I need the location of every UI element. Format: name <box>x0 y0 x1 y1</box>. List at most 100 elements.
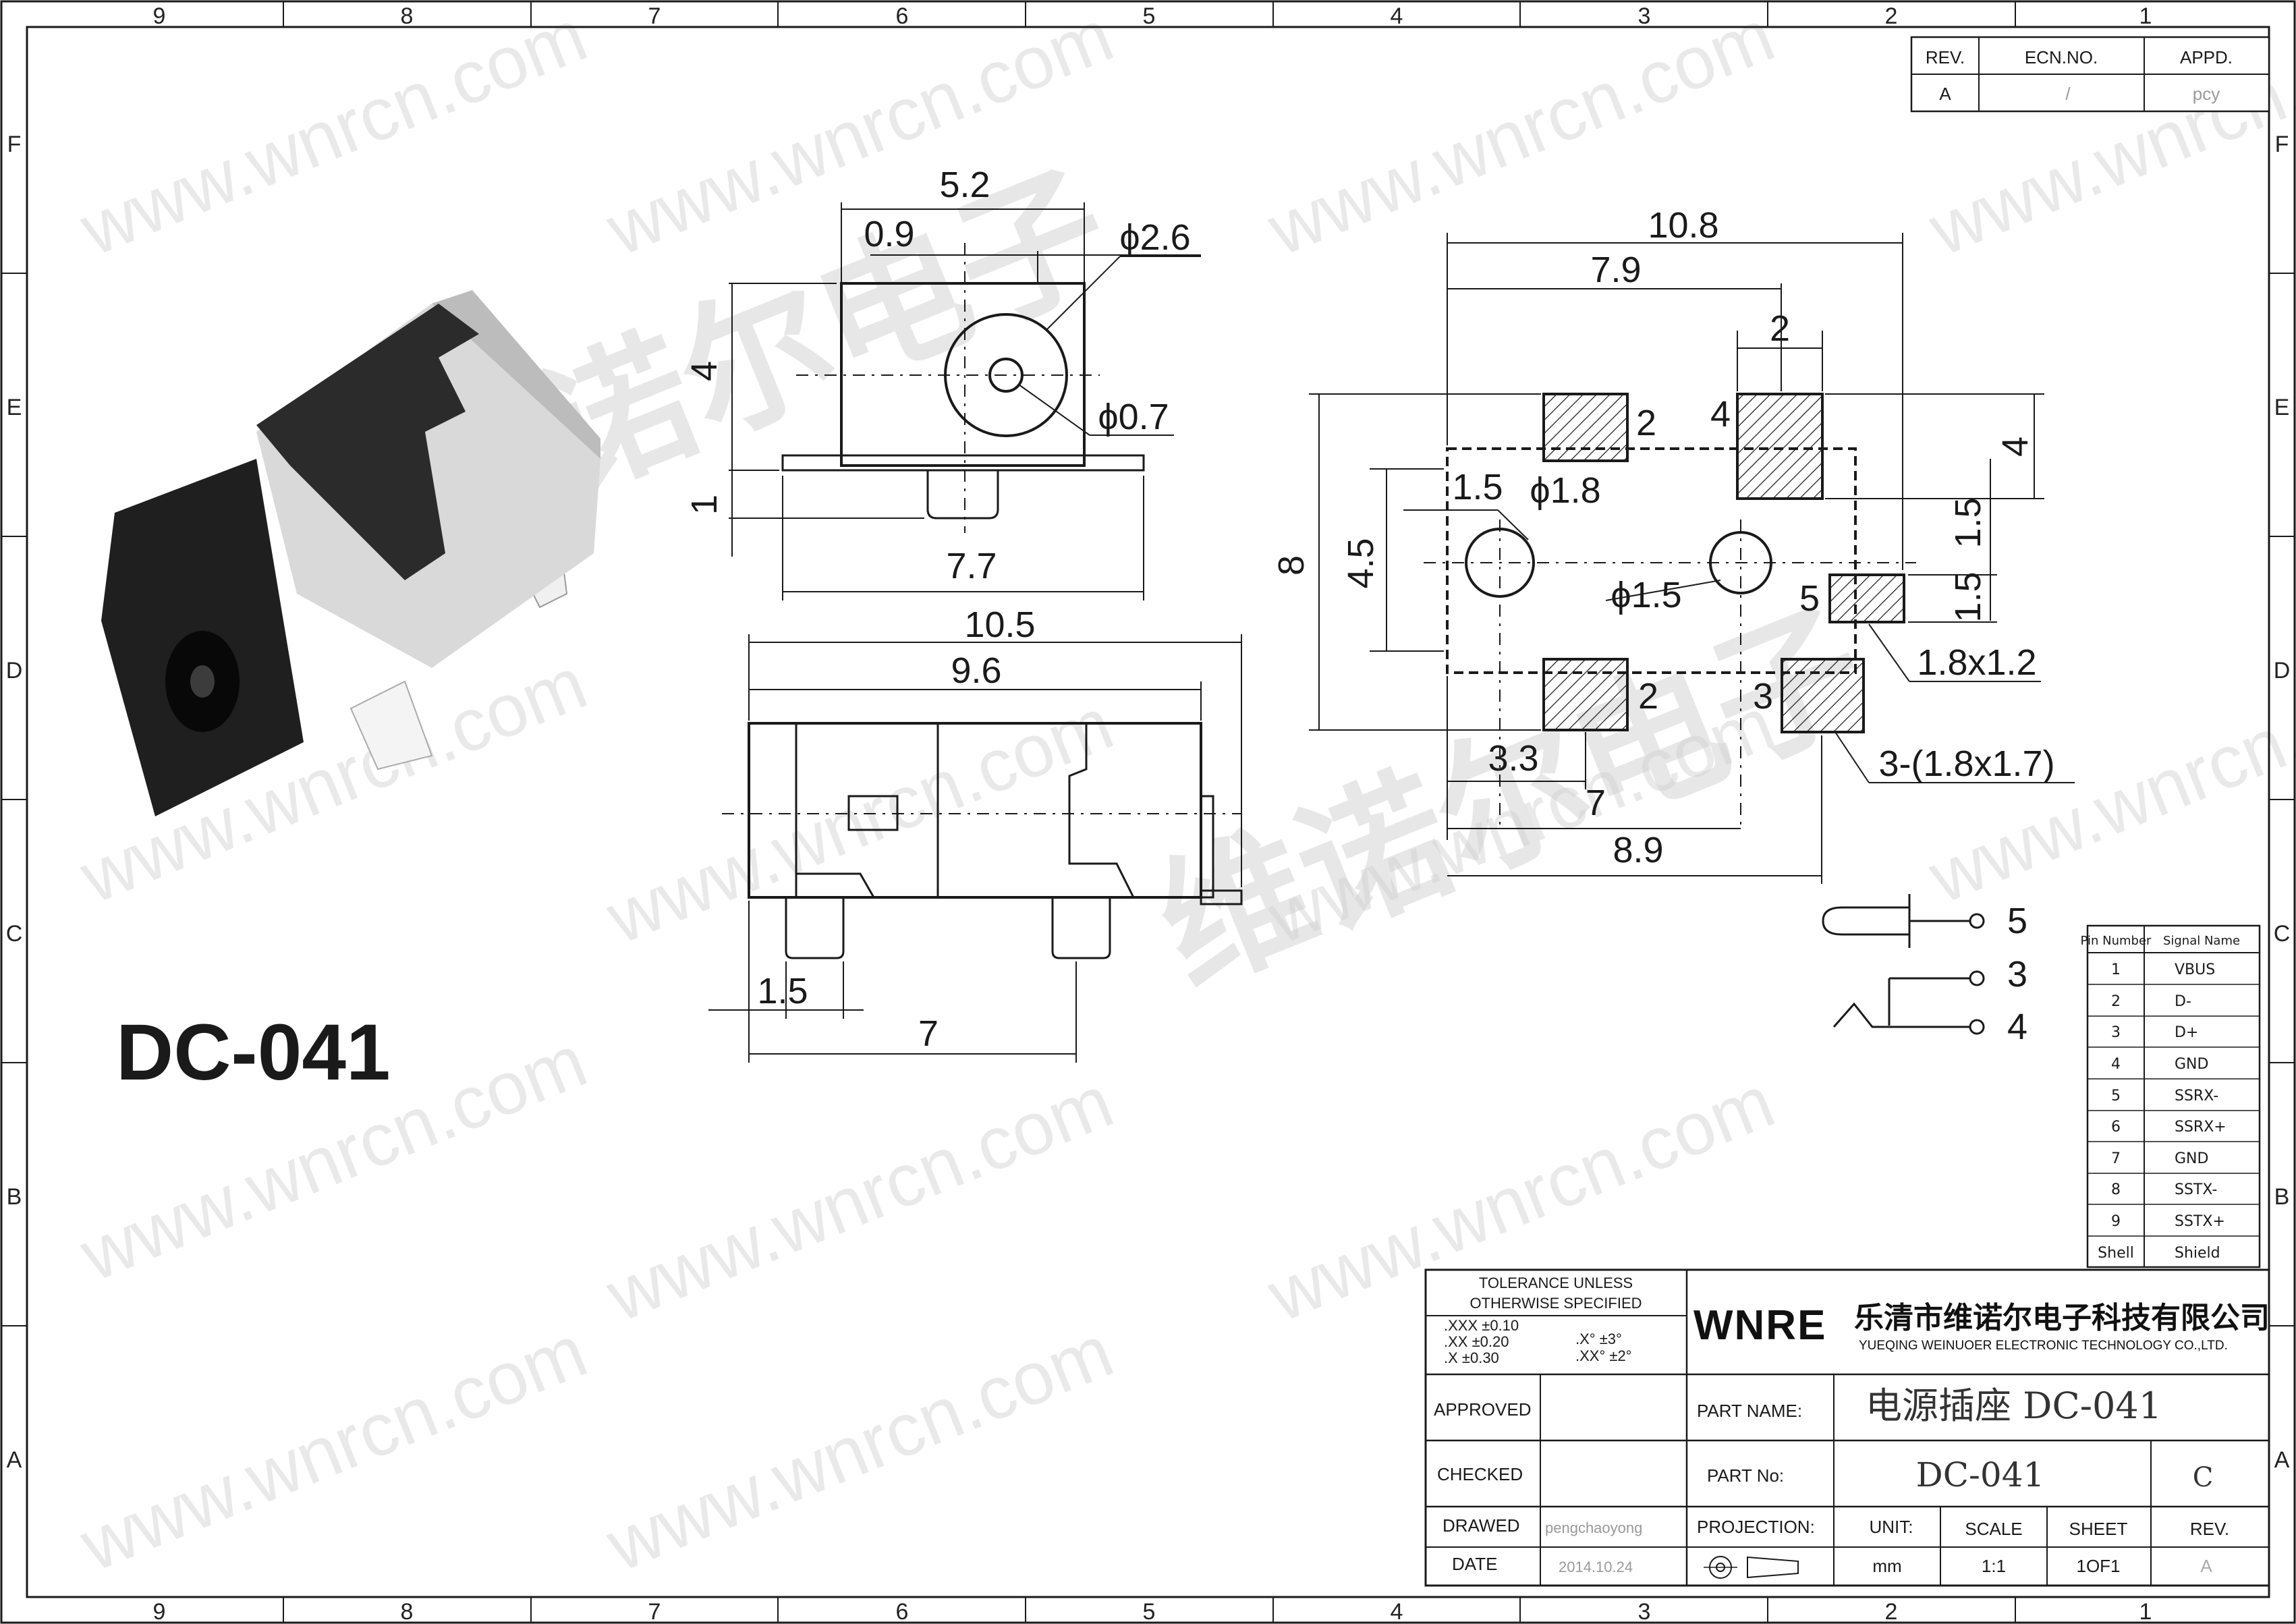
tolerance-line: .X ±0.30 <box>1444 1349 1499 1366</box>
grid-label: B <box>7 1184 22 1210</box>
grid-label: 5 <box>1143 3 1156 29</box>
grid-label: 1 <box>2139 1599 2152 1624</box>
rev-value: C <box>2193 1462 2214 1493</box>
dim-label: 1.5 <box>757 971 808 1011</box>
scale-value: 1:1 <box>1982 1556 2006 1576</box>
projection-label: PROJECTION: <box>1697 1517 1815 1537</box>
watermark-text: www.wnrcn.com <box>595 1060 1124 1338</box>
drawed-label: DRAWED <box>1443 1515 1520 1536</box>
pin-number: 6 <box>2111 1119 2121 1136</box>
grid-label: 2 <box>1885 1599 1898 1624</box>
dim-label: ϕ1.5 <box>1611 575 1681 615</box>
grid-label: 6 <box>896 1599 909 1624</box>
appd-header: APPD. <box>2180 47 2233 67</box>
tolerance-line: .XXX ±0.10 <box>1444 1317 1519 1334</box>
rev-sub-value: A <box>2200 1556 2212 1576</box>
signal-name: D+ <box>2175 1024 2198 1041</box>
watermark-text: www.wnrcn.com <box>69 0 598 272</box>
angle-tolerance: .XX° ±2° <box>1575 1347 1631 1364</box>
pin-number: Shell <box>2098 1245 2134 1262</box>
scale-label: SCALE <box>1965 1519 2022 1539</box>
grid-label: 8 <box>401 3 414 29</box>
drawed-value: pengchaoyong <box>1545 1519 1642 1536</box>
grid-label: 9 <box>153 3 166 29</box>
part-no-value: DC-041 <box>1916 1455 2045 1494</box>
dim-label: 8.9 <box>1613 830 1663 870</box>
part-no-label: PART No: <box>1707 1465 1784 1486</box>
dim-label: 3.3 <box>1488 738 1538 779</box>
pin-label: 3 <box>2007 954 2027 995</box>
pad <box>1828 573 1905 623</box>
grid-label: C <box>6 921 23 947</box>
pad <box>1542 393 1629 462</box>
dim-label: 10.5 <box>964 605 1035 645</box>
angle-tolerance: .X° ±3° <box>1575 1331 1622 1347</box>
grid-label: C <box>2274 921 2291 947</box>
checked-label: CHECKED <box>1437 1464 1523 1484</box>
part-name-value: 电源插座 DC-041 <box>1866 1384 2162 1427</box>
signal-name: VBUS <box>2175 961 2215 978</box>
pin-table-header: Pin Number <box>2081 934 2152 948</box>
pin-label: 4 <box>1710 394 1731 435</box>
pad <box>1781 658 1865 733</box>
watermark-text: www.wnrcn.com <box>69 1310 598 1588</box>
company-name-cn: 乐清市维诺尔电子科技有限公司 <box>1854 1301 2270 1335</box>
pin-number: 4 <box>2111 1056 2121 1073</box>
pin-number: 9 <box>2111 1213 2121 1230</box>
unit-label: UNIT: <box>1870 1517 1913 1537</box>
pin-number: 2 <box>2111 993 2121 1010</box>
grid-label: 4 <box>1391 3 1403 29</box>
revision-table: REV. ECN.NO. APPD. A / pcy <box>1910 36 2270 113</box>
pin-number: 5 <box>2111 1088 2121 1104</box>
grid-row-labels: F E D C B A F E D C B A <box>6 132 2291 1473</box>
product-3d-render <box>101 290 600 816</box>
dim-label: 0.9 <box>864 214 914 254</box>
projection-symbol-icon <box>1704 1556 1799 1579</box>
grid-label: 4 <box>1391 1599 1403 1624</box>
grid-label: 9 <box>153 1599 166 1624</box>
grid-label: E <box>2274 395 2290 420</box>
watermark-chinese: 维诺尔电子 <box>1135 578 1888 1017</box>
signal-name: SSTX- <box>2175 1181 2217 1198</box>
dim-label: 2 <box>1770 308 1790 349</box>
pin-label: 3 <box>1753 676 1773 717</box>
watermark-text: www.wnrcn.com <box>595 1310 1124 1588</box>
dim-label: 1.5 <box>1452 467 1503 507</box>
signal-name: Shield <box>2175 1245 2220 1262</box>
dim-label: 4 <box>1995 437 2036 457</box>
pad <box>1542 658 1629 731</box>
date-value: 2014.10.24 <box>1559 1559 1633 1575</box>
grid-label: 7 <box>648 1599 661 1624</box>
schematic-symbol: 5 3 4 <box>1822 894 2027 1047</box>
dim-label: 5.2 <box>939 165 990 205</box>
dim-label: 8 <box>1271 555 1312 576</box>
dim-label: 7 <box>1586 783 1606 823</box>
grid-label: 6 <box>896 3 909 29</box>
dim-label: 7 <box>918 1013 939 1054</box>
grid-label: B <box>2274 1184 2290 1210</box>
pin-number: 1 <box>2111 961 2121 978</box>
dim-label: 4 <box>684 361 725 381</box>
grid-column-labels: 9 8 7 6 5 4 3 2 1 9 8 7 6 5 4 3 2 1 <box>153 3 2152 1624</box>
rev-value: A <box>1939 84 1951 104</box>
tolerance-title: TOLERANCE UNLESS <box>1479 1275 1633 1291</box>
date-label: DATE <box>1452 1554 1497 1574</box>
grid-label: 1 <box>2139 3 2152 29</box>
dim-label: 3-(1.8x1.7) <box>1878 744 2054 784</box>
side-view: 10.5 9.6 1.5 7 <box>708 605 1243 1063</box>
pad <box>1736 393 1824 500</box>
grid-label: A <box>7 1447 22 1473</box>
dim-label: ϕ0.7 <box>1098 397 1169 437</box>
grid-label: 5 <box>1143 1599 1156 1624</box>
dim-label: ϕ2.6 <box>1119 217 1190 258</box>
pin-number: 8 <box>2111 1181 2121 1198</box>
grid-label: 3 <box>1638 3 1651 29</box>
ecn-header: ECN.NO. <box>2025 47 2098 67</box>
tolerance-line: .XX ±0.20 <box>1444 1333 1509 1350</box>
dim-label: 9.6 <box>951 650 1001 691</box>
dim-label: 10.8 <box>1648 205 1718 246</box>
grid-label: E <box>7 395 22 420</box>
dim-label: 1.5 <box>1948 571 1988 622</box>
part-name-label: PART NAME: <box>1697 1401 1802 1421</box>
